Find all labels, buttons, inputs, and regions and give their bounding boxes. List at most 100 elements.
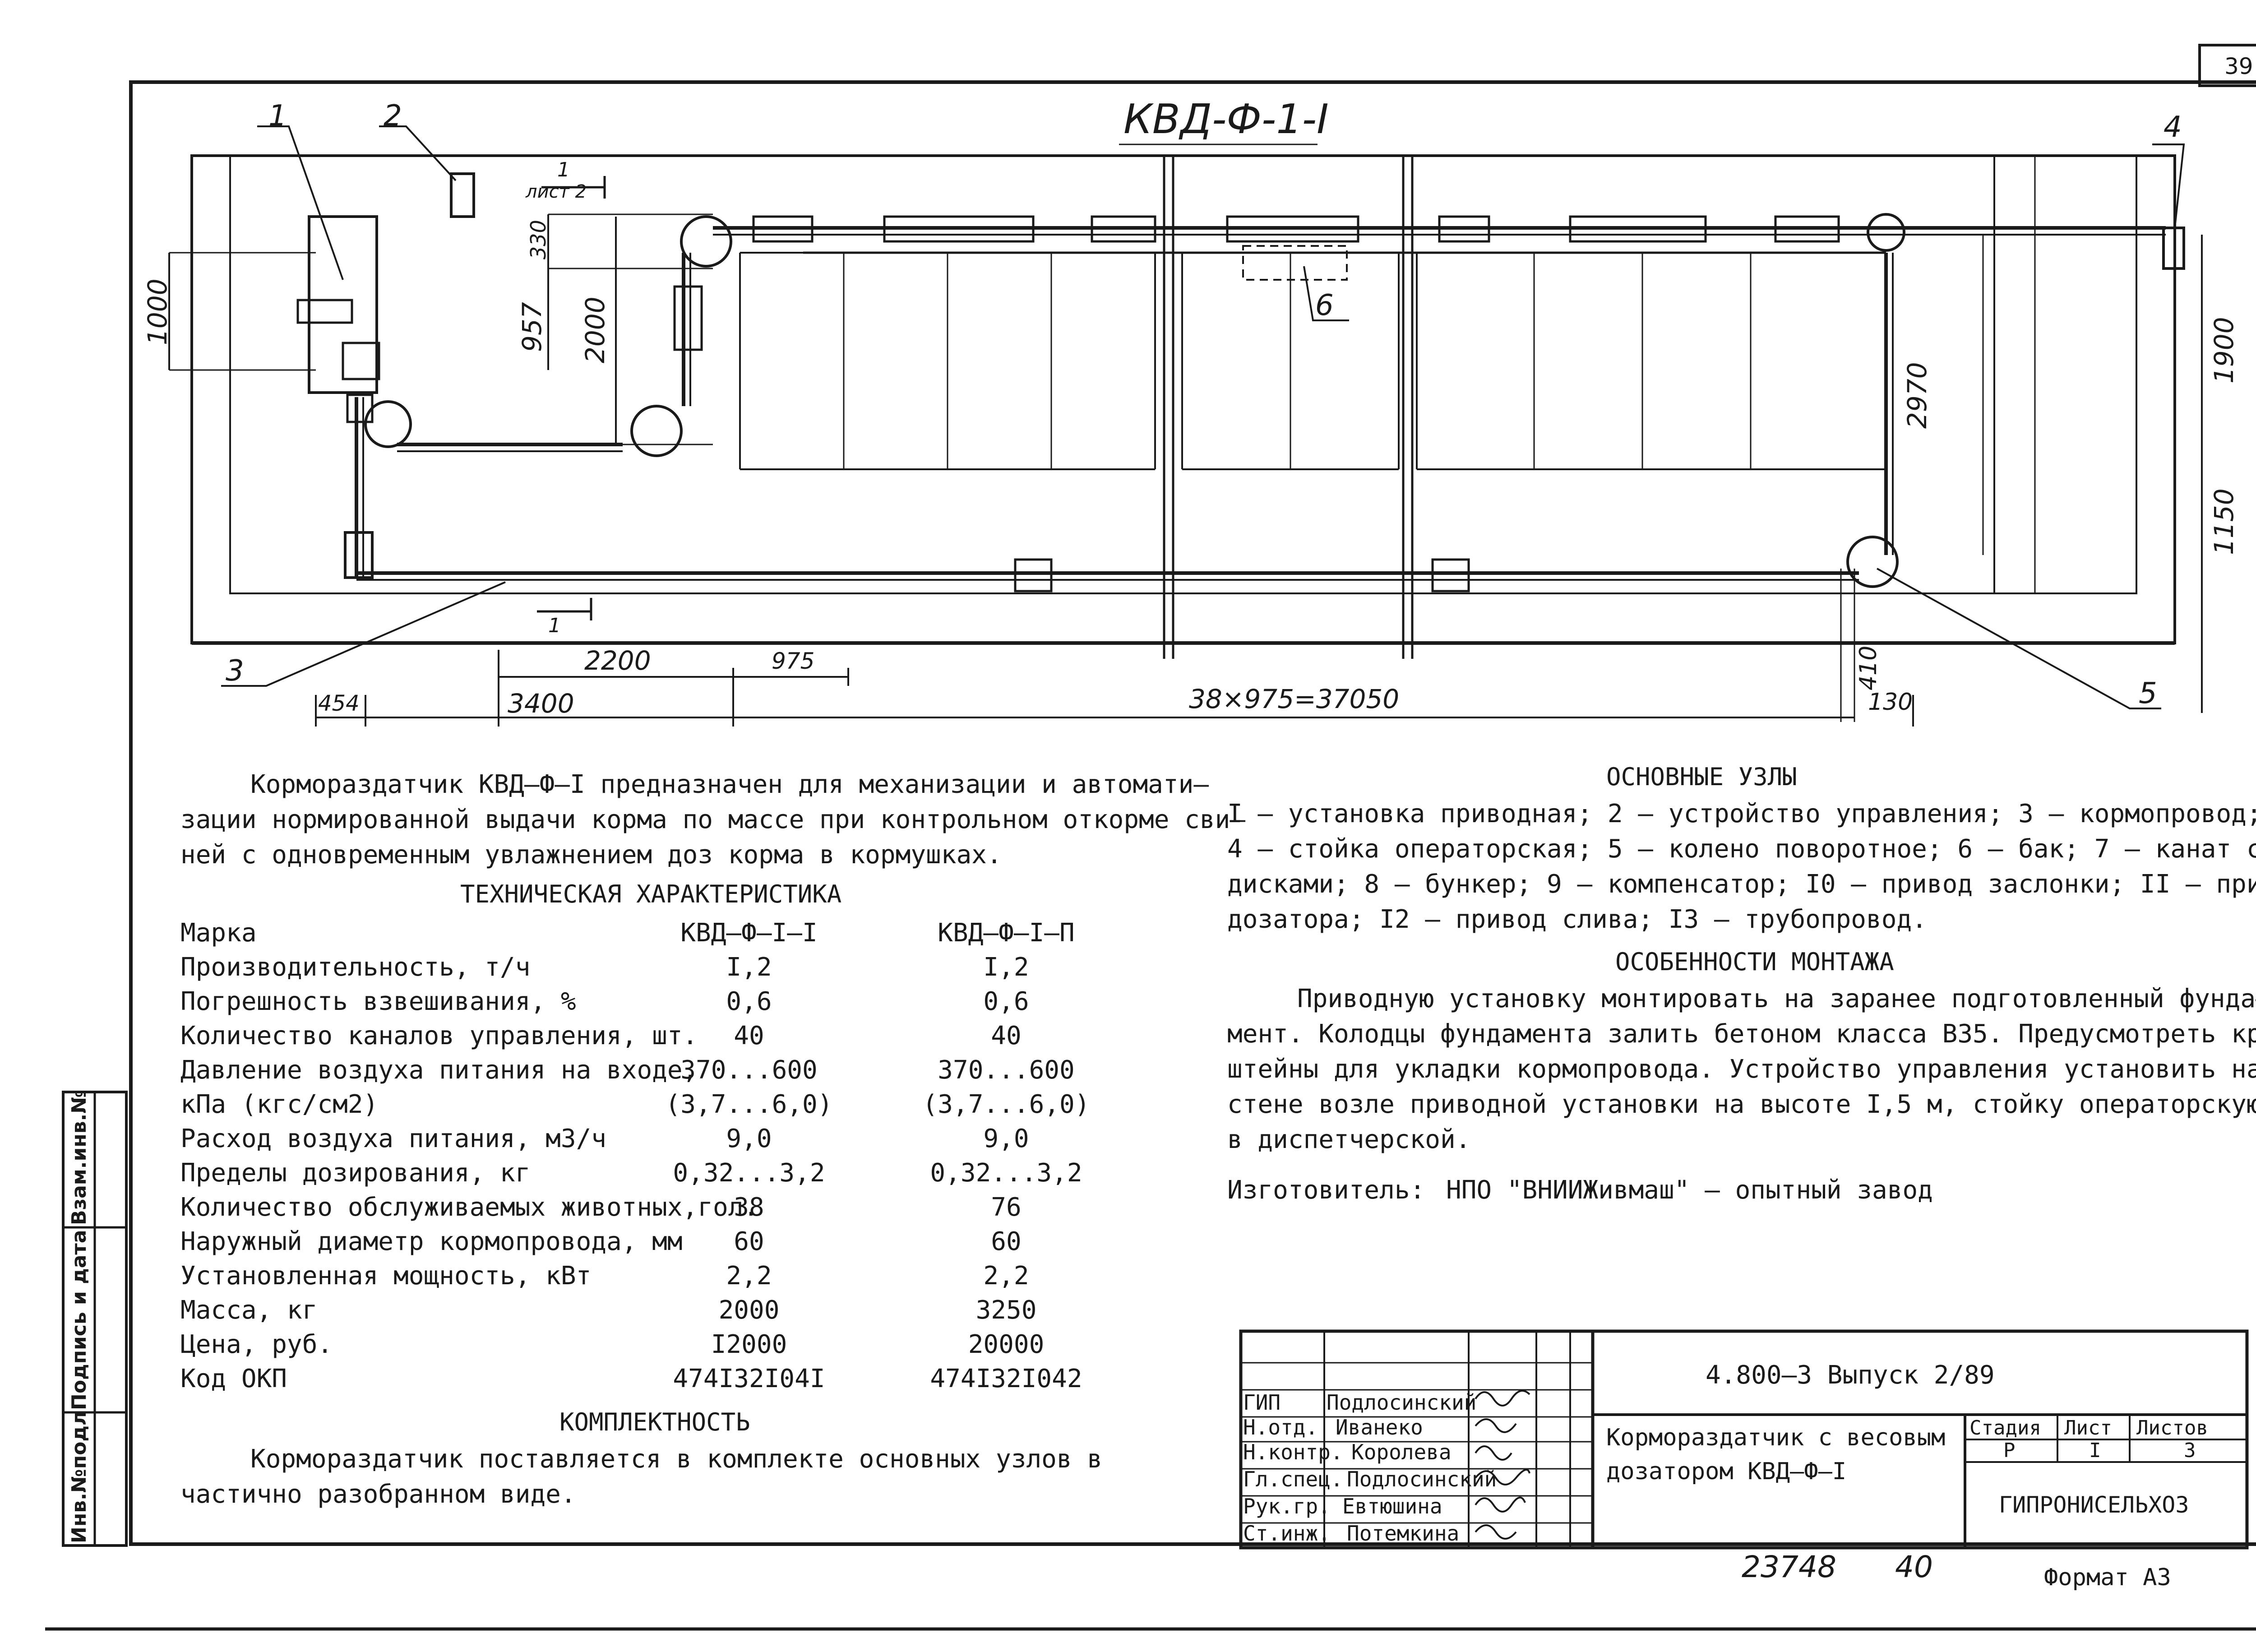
tech-value-1: 9,0 bbox=[726, 1124, 772, 1153]
format-label: Формат А3 bbox=[2044, 1564, 2171, 1591]
dim-3400: 3400 bbox=[508, 688, 574, 719]
tech-value-2: 40 bbox=[991, 1021, 1022, 1050]
tech-value-2: 0,6 bbox=[983, 987, 1029, 1016]
tech-param: Марка bbox=[180, 918, 257, 948]
page-number: 39 bbox=[2224, 53, 2253, 79]
mount-line: в диспетчерской. bbox=[1227, 1125, 1471, 1154]
tech-value-2: 3250 bbox=[975, 1296, 1037, 1325]
tech-value-2: 20000 bbox=[968, 1330, 1045, 1359]
units-paragraph: I – установка приводная; 2 – устройство … bbox=[1227, 796, 2256, 937]
callout-2: 2 bbox=[384, 99, 402, 133]
tech-param: Производительность, т/ч bbox=[180, 953, 531, 982]
signatures bbox=[1475, 1390, 1530, 1540]
sheet-frame bbox=[129, 80, 2256, 1546]
dim-total: 38×975=37050 bbox=[1189, 684, 1400, 714]
dim-1900: 1900 bbox=[2209, 317, 2239, 384]
units-line: дисками; 8 – бункер; 9 – компенсатор; I0… bbox=[1227, 870, 2256, 899]
callout-1: 1 bbox=[268, 99, 287, 133]
kit-heading: КОМПЛЕКТНОСТЬ bbox=[559, 1408, 750, 1436]
callout-4: 4 bbox=[2164, 111, 2182, 144]
sheet-label: Лист bbox=[2064, 1416, 2112, 1439]
mount-paragraph: Приводную установку монтировать на заран… bbox=[1227, 981, 2256, 1157]
tech-param: Количество каналов управления, шт. bbox=[180, 1021, 698, 1050]
tech-row: Установленная мощность, кВт 2,2 2,2 bbox=[180, 1259, 1128, 1293]
dim-2000: 2000 bbox=[580, 296, 610, 363]
drawing-title: КВД-Ф-1-I bbox=[1123, 96, 1329, 143]
role-chief-spec: Гл.спец. bbox=[1243, 1467, 1343, 1491]
name-group-lead: Евтюшина bbox=[1342, 1494, 1442, 1518]
dim-410: 410 bbox=[1855, 645, 1882, 690]
tech-value-2: 0,32...3,2 bbox=[930, 1158, 1082, 1188]
title-block-lines bbox=[1239, 1329, 2249, 1550]
tech-value-2: 60 bbox=[991, 1227, 1022, 1256]
intro-line: Кормораздатчик КВД–Ф–I предназначен для … bbox=[250, 770, 1209, 799]
tech-value-1: 370...600 bbox=[680, 1055, 818, 1085]
role-group-lead: Рук.гр. bbox=[1243, 1494, 1331, 1518]
page-number-box bbox=[2198, 44, 2256, 87]
tech-value-1: 2,2 bbox=[726, 1261, 772, 1291]
role-senior-eng: Ст.инж. bbox=[1243, 1521, 1331, 1546]
tech-value-2: 2,2 bbox=[983, 1261, 1029, 1291]
maker-label: Изготовитель: bbox=[1227, 1175, 1425, 1205]
units-heading: ОСНОВНЫЕ УЗЛЫ bbox=[1606, 763, 1797, 791]
tech-value-1: I2000 bbox=[711, 1330, 787, 1359]
maker-value: НПО "ВНИИЖивмаш" – опытный завод bbox=[1446, 1175, 1933, 1205]
callout-5: 5 bbox=[2139, 677, 2157, 710]
plan-view bbox=[168, 125, 2203, 727]
section-mark-top: 1 bbox=[557, 158, 570, 181]
units-line: I – установка приводная; 2 – устройство … bbox=[1227, 799, 2256, 828]
tech-value-2: 370...600 bbox=[938, 1055, 1075, 1085]
name-norm-control: Королева bbox=[1351, 1440, 1452, 1464]
dim-2200: 2200 bbox=[584, 645, 651, 676]
product-line-1: Кормораздатчик с весовым bbox=[1606, 1424, 1946, 1451]
intro-paragraph: Кормораздатчик КВД–Ф–I предназначен для … bbox=[180, 767, 1246, 873]
name-dept-head: Иванеко bbox=[1336, 1415, 1423, 1439]
tech-value-2: 9,0 bbox=[983, 1124, 1029, 1153]
tech-param: Установленная мощность, кВт bbox=[180, 1261, 592, 1291]
tech-row: кПа (кгс/см2)(3,7...6,0)(3,7...6,0) bbox=[180, 1087, 1128, 1122]
tech-value-2: 76 bbox=[991, 1193, 1022, 1222]
archive-number-2: 40 bbox=[1895, 1550, 1933, 1584]
dim-957: 957 bbox=[517, 302, 547, 352]
tech-heading: ТЕХНИЧЕСКАЯ ХАРАКТЕРИСТИКА bbox=[460, 880, 842, 908]
side-stamp-sign: Подпись и дата bbox=[68, 1230, 91, 1410]
doc-code: 4.800–3 Выпуск 2/89 bbox=[1706, 1360, 1995, 1390]
tech-param: Пределы дозирования, кг bbox=[180, 1158, 531, 1188]
dim-1150: 1150 bbox=[2209, 488, 2239, 555]
kit-line: Кормораздатчик поставляется в комплекте … bbox=[250, 1444, 1103, 1474]
tech-value-2: КВД–Ф–I–П bbox=[938, 918, 1075, 948]
name-chief-spec: Подлосинский bbox=[1347, 1467, 1497, 1491]
role-gip: ГИП bbox=[1243, 1390, 1281, 1415]
tech-row: Давление воздуха питания на входе,370...… bbox=[180, 1053, 1128, 1087]
side-stamp-replace: Взам.инв.№ bbox=[68, 1089, 91, 1225]
tech-value-1: КВД–Ф–I–I bbox=[680, 918, 818, 948]
mount-line: Приводную установку монтировать на заран… bbox=[1297, 984, 2256, 1013]
section-sheet: лист 2 bbox=[526, 181, 587, 202]
tech-value-1: 0,6 bbox=[726, 987, 772, 1016]
tech-value-1: 0,32...3,2 bbox=[673, 1158, 825, 1188]
intro-line: ней с одновременным увлажнением доз корм… bbox=[180, 840, 1002, 870]
tech-row: Марка КВД–Ф–I–I КВД–Ф–I–П bbox=[180, 916, 1128, 950]
tech-row: Количество обслуживаемых животных,гол.38… bbox=[180, 1190, 1128, 1225]
tech-value-1: 474I32I04I bbox=[673, 1364, 825, 1393]
tech-param: Наружный диаметр кормопровода, мм bbox=[180, 1227, 683, 1256]
dim-2970: 2970 bbox=[1902, 362, 1932, 429]
tech-param: Масса, кг bbox=[180, 1296, 318, 1325]
callout-3: 3 bbox=[226, 654, 244, 688]
tech-value-1: I,2 bbox=[726, 953, 772, 982]
intro-line: зации нормированной выдачи корма по масс… bbox=[180, 805, 1246, 834]
sheets-label: Листов bbox=[2136, 1416, 2208, 1439]
tech-row: Пределы дозирования, кг 0,32...3,2 0,32...… bbox=[180, 1156, 1128, 1190]
product-line-2: дозатором КВД–Ф–I bbox=[1606, 1458, 1847, 1485]
dim-330: 330 bbox=[526, 220, 550, 259]
dim-454: 454 bbox=[318, 691, 360, 716]
tech-value-1: 2000 bbox=[718, 1296, 780, 1325]
